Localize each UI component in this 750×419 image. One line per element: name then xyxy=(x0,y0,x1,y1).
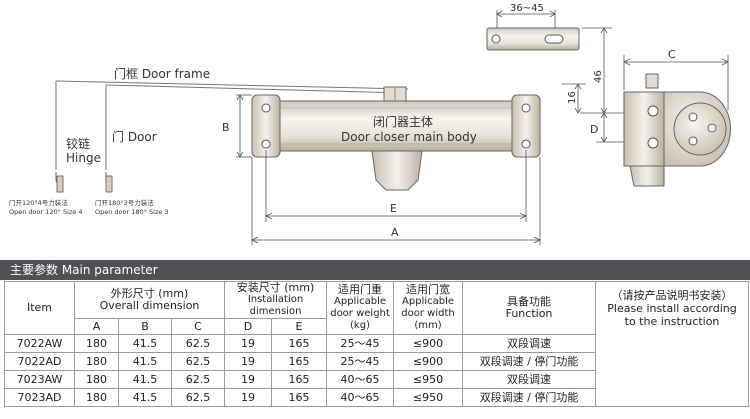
dim-36-45-lines xyxy=(496,10,556,28)
mounting-plate xyxy=(486,27,580,51)
cell-c: 62.5 xyxy=(170,352,226,371)
cell-b: 41.5 xyxy=(118,352,172,371)
cell-c: 62.5 xyxy=(170,334,226,353)
cell-b: 41.5 xyxy=(118,370,172,389)
dim-16-lines xyxy=(562,83,586,114)
cell-width: ≤900 xyxy=(393,352,464,371)
cell-function: 双段调速 xyxy=(462,370,597,389)
sub-a: A xyxy=(74,318,119,335)
cell-weight: 40～65 xyxy=(326,370,395,389)
cell-weight: 25～45 xyxy=(326,352,395,371)
dim-16-label: 16 xyxy=(567,91,578,104)
header-install: 安装尺寸 (mm) Installation dimension xyxy=(224,281,328,319)
header-width: 适用门宽 Applicable door width (mm) xyxy=(393,281,464,335)
cell-item: 7023AW xyxy=(4,370,75,389)
dim-a-lines xyxy=(251,157,541,245)
dim-e-label: E xyxy=(390,202,397,215)
hinge-right xyxy=(105,172,113,193)
hinge-en-label: Hinge xyxy=(66,151,101,165)
cell-b: 41.5 xyxy=(118,388,172,407)
parameter-table: Item 外形尺寸 (mm) Overall dimension 安装尺寸 (m… xyxy=(4,281,750,407)
cell-a: 180 xyxy=(74,334,119,353)
sub-e: E xyxy=(271,318,328,335)
cell-a: 180 xyxy=(74,352,119,371)
header-item: Item xyxy=(4,281,75,335)
hinge-left xyxy=(55,172,64,193)
cell-b: 41.5 xyxy=(118,334,172,353)
note-120-en: Open door 120° Size 4 xyxy=(9,208,83,216)
cell-e: 165 xyxy=(271,334,328,353)
cell-function: 双段调速 / 停门功能 xyxy=(462,388,597,407)
install-note: （请按产品说明书安装） Please install according to … xyxy=(595,281,750,407)
sub-b: B xyxy=(118,318,172,335)
cell-d: 19 xyxy=(224,370,273,389)
cell-c: 62.5 xyxy=(170,388,226,407)
cell-item: 7022AW xyxy=(4,334,75,353)
sub-d: D xyxy=(224,318,273,335)
door-frame-label: 门框 Door frame xyxy=(114,66,210,81)
cell-d: 19 xyxy=(224,388,273,407)
cell-function: 双段调速 xyxy=(462,334,597,353)
dim-a-label: A xyxy=(391,226,399,239)
dim-c-label: C xyxy=(668,48,676,61)
cell-e: 165 xyxy=(271,388,328,407)
dim-46-label: 46 xyxy=(593,70,604,83)
table-row: 7023AD 180 41.5 62.5 19 165 40～65 ≤950 双… xyxy=(4,388,749,407)
table-title: 主要参数 Main parameter xyxy=(10,263,158,277)
technical-drawing: 门框 Door frame 门 Door 铰链 Hinge 门开120°4号力装… xyxy=(9,3,731,245)
cell-weight: 40～65 xyxy=(326,388,395,407)
sub-c: C xyxy=(170,318,226,335)
table-row: 7022AD 180 41.5 62.5 19 165 25～45 ≤900 双… xyxy=(4,352,749,371)
main-body-en-label: Door closer main body xyxy=(341,130,477,144)
door-label: 门 Door xyxy=(112,129,157,144)
cell-d: 19 xyxy=(224,334,273,353)
closer-main-body xyxy=(251,86,541,191)
table-row: 7023AW 180 41.5 62.5 19 165 40～65 ≤950 双… xyxy=(4,370,749,389)
header-weight: 适用门重 Applicable door weight (kg) xyxy=(326,281,395,335)
door-frame-lines xyxy=(55,80,409,170)
dim-b-lines xyxy=(236,94,252,158)
cell-e: 165 xyxy=(271,352,328,371)
cell-weight: 25～45 xyxy=(326,334,395,353)
table-title-bar: 主要参数 Main parameter xyxy=(0,260,750,280)
note-180-en: Open door 180° Size 3 xyxy=(95,208,169,216)
note-120-cn: 门开120°4号力装法 xyxy=(9,198,68,207)
cell-width: ≤950 xyxy=(393,388,464,407)
main-body-cn-label: 闭门器主体 xyxy=(373,114,433,129)
dim-36-45-label: 36~45 xyxy=(510,3,544,14)
cell-e: 165 xyxy=(271,370,328,389)
dim-d-label: D xyxy=(590,123,598,136)
dim-c-lines xyxy=(623,55,729,110)
cell-width: ≤950 xyxy=(393,370,464,389)
cell-d: 19 xyxy=(224,352,273,371)
cell-item: 7022AD xyxy=(4,352,75,371)
hinge-cn-label: 铰链 xyxy=(66,136,90,151)
cell-a: 180 xyxy=(74,370,119,389)
cell-a: 180 xyxy=(74,388,119,407)
dim-e-lines xyxy=(265,150,527,222)
cell-c: 62.5 xyxy=(170,370,226,389)
cell-item: 7023AD xyxy=(4,388,75,407)
cell-function: 双段调速 / 停门功能 xyxy=(462,352,597,371)
header-overall: 外形尺寸 (mm) Overall dimension xyxy=(73,281,226,319)
note-180-cn: 门开180°3号力装法 xyxy=(95,198,154,207)
side-view xyxy=(623,73,731,187)
dim-b-label: B xyxy=(222,121,230,134)
header-function: 具备功能 Function xyxy=(462,281,597,335)
cell-width: ≤900 xyxy=(393,334,464,353)
dim-d-lines xyxy=(596,112,624,143)
dim-46-lines xyxy=(580,27,624,114)
